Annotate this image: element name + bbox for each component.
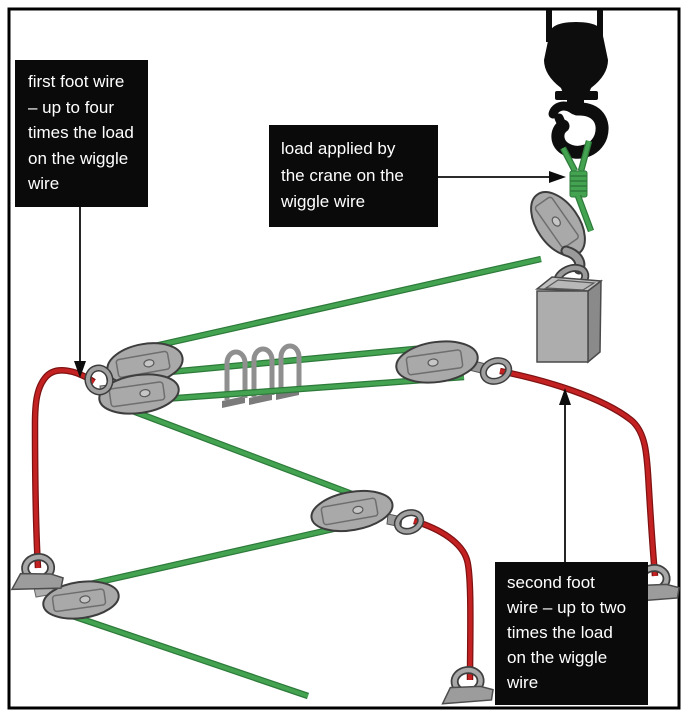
ground-anchor-bottom [441, 666, 494, 705]
annotation-second-foot-wire: second foot wire – up to two times the l… [495, 562, 648, 705]
crane-hook [544, 22, 609, 159]
left-pulley-block [84, 342, 184, 415]
right-pulley-block [395, 340, 513, 385]
bottom-middle-pulley [310, 489, 394, 533]
left-lower-pulley [98, 373, 180, 415]
right-pulley [395, 340, 479, 384]
annotation-crane-load: load applied by the crane on the wiggle … [269, 125, 438, 227]
wire-rope-clips [222, 343, 302, 408]
wiggle-wire-segment-upper-run [147, 343, 437, 378]
wiggle-wire-segment-bottom-run [67, 523, 343, 593]
ground-anchor-left [10, 553, 64, 591]
bottom-left-pulley [42, 580, 120, 620]
annotation-arrow-second-foot [559, 388, 571, 562]
diagram-border [7, 7, 681, 710]
bottom-middle-attachment-ring [393, 509, 425, 535]
foot-wire-third [413, 517, 474, 681]
foot-wire-first [31, 367, 96, 569]
wiggle-wire-segment-diagonal-upper [127, 255, 542, 356]
annotation-arrow-first-foot [74, 206, 86, 378]
wiggle-wire-hook-loop [560, 140, 593, 173]
annotation-first-foot-wire: first foot wire – up to four times the l… [15, 60, 148, 207]
left-attachment-ring [84, 364, 114, 396]
crane-cables [546, 10, 603, 42]
wiggle-wire-free-end [56, 607, 310, 700]
wiggle-wire-segment-to-top-pulley [574, 194, 595, 233]
load-block [534, 276, 603, 364]
wiggle-wire-segment-diagonal-lower [120, 403, 354, 498]
wire-clip-1 [222, 349, 248, 408]
foot-wire-second [499, 367, 659, 577]
wire-splice-wrap [569, 170, 588, 198]
bottom-middle-pulley-block [310, 489, 425, 535]
annotation-arrow-crane-load [438, 171, 566, 183]
wire-clip-2 [249, 346, 275, 405]
right-attachment-ring [479, 357, 513, 385]
